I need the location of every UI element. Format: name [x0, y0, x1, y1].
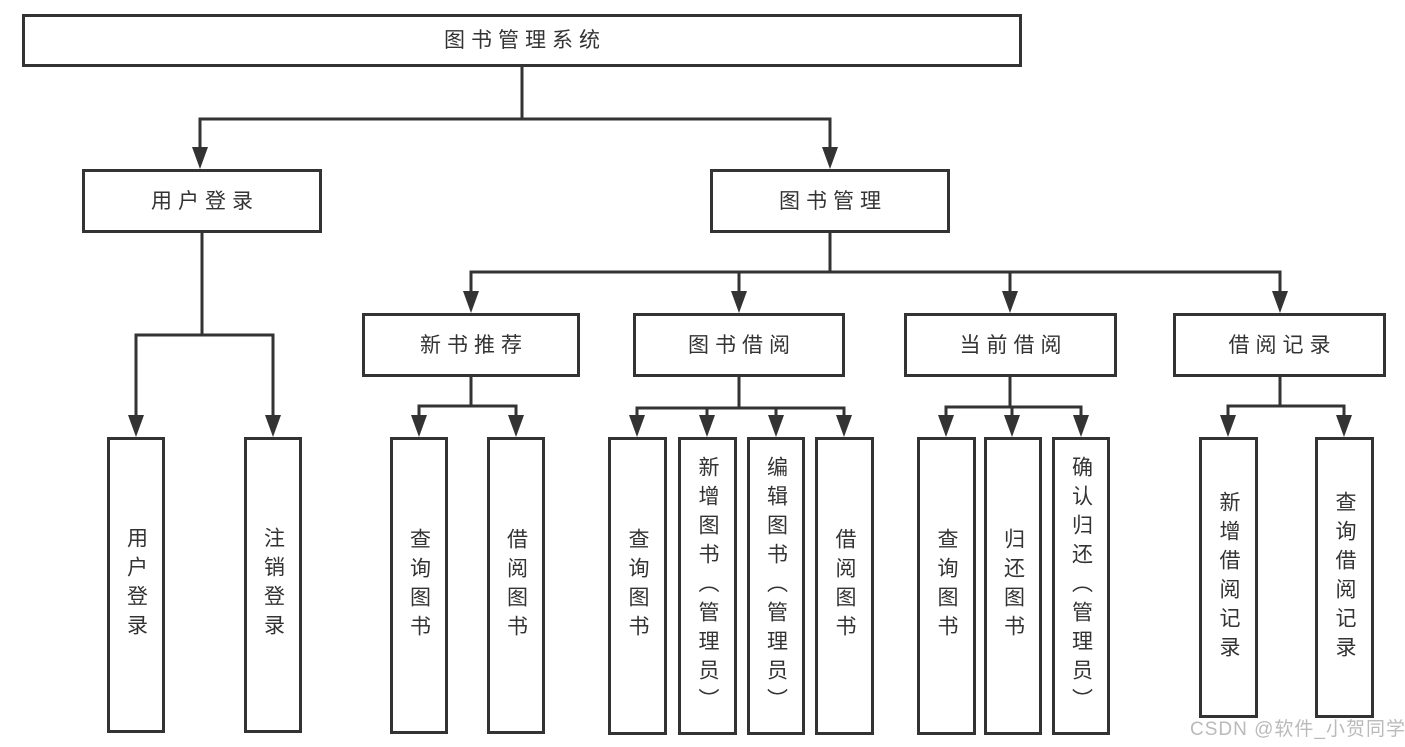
leaf-add-borrow-record: 新增借阅记录 — [1199, 437, 1258, 718]
leaf-query-books-recommend: 查询图书 — [390, 437, 448, 734]
leaf-borrow-books-recommend: 借阅图书 — [487, 437, 545, 734]
leaf-confirm-return-admin: 确认归还（管理员） — [1052, 437, 1110, 735]
leaf-borrow-books-recommend-label: 借阅图书 — [504, 527, 528, 644]
leaf-add-books-admin-label: 新增图书（管理员） — [696, 455, 719, 717]
leaf-edit-books-admin: 编辑图书（管理员） — [747, 437, 805, 735]
leaf-user-login: 用户登录 — [107, 437, 165, 733]
leaf-borrow-books: 借阅图书 — [815, 437, 874, 735]
leaf-user-login-label: 用户登录 — [124, 527, 148, 643]
leaf-add-borrow-record-label: 新增借阅记录 — [1217, 490, 1240, 665]
leaf-query-borrow-record: 查询借阅记录 — [1315, 437, 1374, 718]
node-book-borrowing: 图书借阅 — [633, 313, 845, 377]
leaf-query-books-borrowing-label: 查询图书 — [626, 528, 649, 644]
leaf-edit-books-admin-label: 编辑图书（管理员） — [764, 455, 788, 717]
leaf-query-books-borrowing: 查询图书 — [608, 437, 667, 735]
node-current-borrowing: 当前借阅 — [904, 313, 1117, 377]
csdn-watermark: CSDN @软件_小贺同学 — [1190, 719, 1405, 740]
leaf-confirm-return-admin-label: 确认归还（管理员） — [1069, 455, 1093, 717]
leaf-return-books-label: 归还图书 — [1001, 528, 1025, 644]
node-book-management: 图书管理 — [710, 169, 950, 233]
leaf-query-books-current-label: 查询图书 — [935, 528, 958, 644]
leaf-add-books-admin: 新增图书（管理员） — [678, 437, 737, 735]
leaf-query-borrow-record-label: 查询借阅记录 — [1333, 490, 1356, 665]
leaf-logout: 注销登录 — [244, 437, 302, 733]
node-user-login: 用户登录 — [82, 169, 322, 233]
leaf-query-books-current: 查询图书 — [917, 437, 976, 735]
leaf-borrow-books-label: 借阅图书 — [833, 528, 856, 644]
node-borrowing-records: 借阅记录 — [1173, 313, 1386, 377]
leaf-return-books: 归还图书 — [984, 437, 1042, 735]
leaf-query-books-recommend-label: 查询图书 — [407, 527, 431, 644]
node-new-book-recommend: 新书推荐 — [362, 313, 580, 377]
node-root-library-system: 图书管理系统 — [22, 14, 1022, 67]
leaf-logout-label: 注销登录 — [261, 527, 285, 643]
